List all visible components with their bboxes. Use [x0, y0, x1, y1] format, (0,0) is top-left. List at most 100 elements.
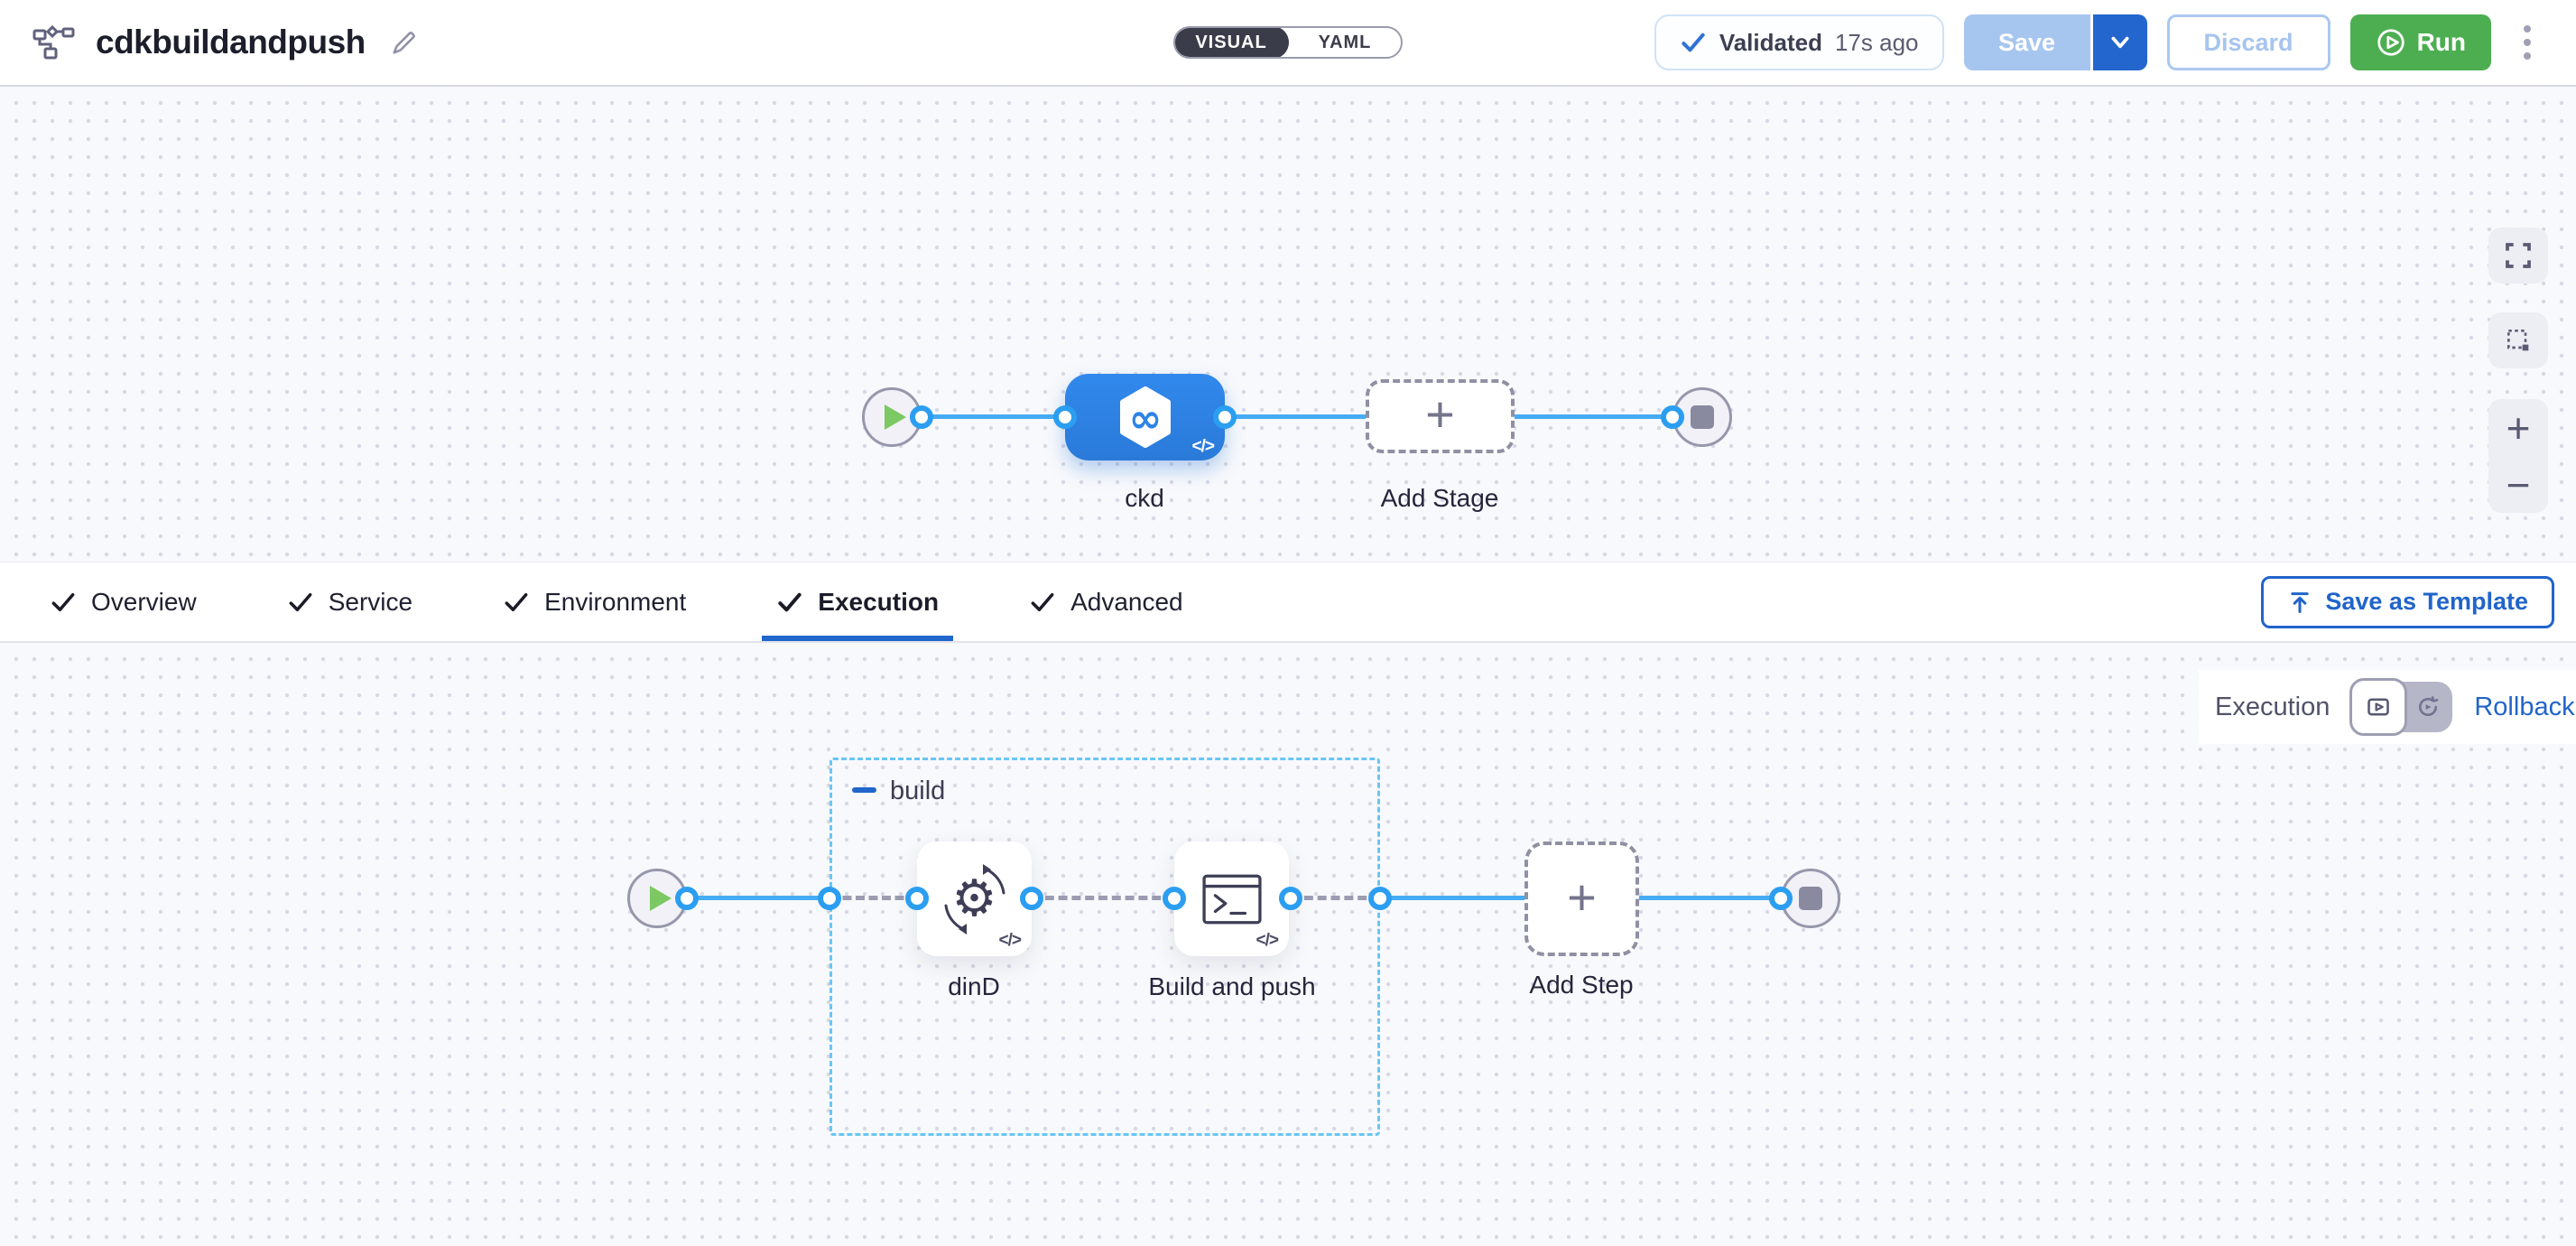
pipeline-start-node — [862, 387, 922, 447]
rollback-link[interactable]: Rollback — [2474, 692, 2575, 721]
step-group-build: build — [829, 758, 1380, 1136]
fullscreen-icon — [2506, 243, 2531, 268]
zoom-out-button[interactable]: − — [2506, 460, 2531, 508]
validation-status: Validated — [1719, 28, 1822, 56]
stage-tabs: Overview Service Environment Execution A… — [50, 563, 1183, 641]
execution-rollback-bar: Execution Rollback — [2199, 670, 2576, 744]
end-node-stop-icon — [1799, 887, 1822, 910]
save-split-button: Save — [1963, 14, 2147, 70]
start-node-play-icon — [884, 404, 906, 430]
connector-dot[interactable] — [1661, 405, 1684, 429]
stage-node-ckd[interactable]: ∞ </> — [1065, 374, 1225, 460]
code-view-icon[interactable]: </> — [998, 931, 1023, 950]
add-stage-label: Add Stage — [1380, 484, 1499, 512]
run-button-label: Run — [2416, 28, 2466, 56]
execution-start-node — [627, 869, 687, 928]
run-button[interactable]: Run — [2349, 14, 2491, 70]
page-title: cdkbuildandpush — [96, 23, 366, 60]
marquee-select-icon — [2507, 330, 2529, 351]
collapse-group-icon[interactable] — [852, 787, 876, 793]
step-connector-dashed — [1291, 896, 1380, 900]
terminal-icon — [1201, 874, 1262, 924]
step-label: Build and push — [1148, 972, 1316, 1000]
tab-overview[interactable]: Overview — [50, 563, 197, 641]
tab-service[interactable]: Service — [287, 563, 412, 641]
execution-view-button[interactable] — [2349, 678, 2408, 736]
step-connector-dashed — [1032, 896, 1174, 900]
connector-dot[interactable] — [818, 887, 841, 910]
upload-icon — [2291, 591, 2310, 613]
validation-badge[interactable]: Validated 17s ago — [1654, 14, 1944, 70]
connector-dot[interactable] — [1279, 887, 1302, 910]
check-icon — [289, 592, 312, 611]
save-button-divider — [2090, 14, 2093, 70]
save-as-template-button[interactable]: Save as Template — [2261, 575, 2554, 628]
kebab-menu-icon[interactable] — [2511, 14, 2544, 70]
end-node-stop-icon — [1691, 405, 1714, 429]
play-circle-icon — [2377, 29, 2405, 56]
add-icon: + — [1567, 868, 1597, 925]
docker-dind-arrows-icon — [944, 863, 1005, 934]
pipeline-end-node — [1673, 387, 1732, 447]
header: cdkbuildandpush VISUAL YAML Validated 17… — [0, 0, 2576, 87]
connector-dot[interactable] — [905, 887, 929, 910]
tab-environment[interactable]: Environment — [503, 563, 686, 641]
add-stage-button[interactable]: + — [1366, 379, 1515, 453]
chevron-down-icon — [2111, 36, 2128, 49]
execution-view-icon — [2368, 698, 2390, 716]
connector-dot[interactable] — [1163, 887, 1186, 910]
check-icon — [778, 592, 802, 611]
yaml-mode-button[interactable]: YAML — [1318, 32, 1372, 52]
visual-yaml-toggle[interactable]: VISUAL YAML — [1173, 26, 1403, 59]
check-icon — [505, 592, 528, 611]
marquee-select-button[interactable] — [2488, 312, 2548, 368]
step-group-label: build — [890, 776, 946, 805]
connector-dot[interactable] — [1053, 405, 1077, 429]
svg-text:∞: ∞ — [1128, 396, 1162, 442]
pencil-icon — [393, 32, 415, 54]
connector-dot[interactable] — [675, 887, 699, 910]
discard-button[interactable]: Discard — [2166, 14, 2330, 70]
save-button[interactable]: Save — [1963, 14, 2090, 70]
step-node-dind[interactable]: ⚙ </> — [917, 842, 1032, 956]
zoom-in-button[interactable]: + — [2506, 404, 2531, 451]
stage-tabbar: Overview Service Environment Execution A… — [0, 562, 2576, 643]
connector-dot[interactable] — [1213, 405, 1237, 429]
visual-mode-button[interactable]: VISUAL — [1175, 28, 1289, 57]
connector-dot[interactable] — [910, 405, 933, 429]
step-node-build-and-push[interactable]: </> — [1174, 842, 1289, 956]
code-view-icon[interactable]: </> — [1256, 931, 1280, 950]
execution-rollback-toggle[interactable] — [2349, 678, 2453, 736]
code-view-icon[interactable]: </> — [1191, 437, 1216, 456]
step-connector-line — [687, 896, 829, 900]
check-icon — [1682, 33, 1705, 52]
pipeline-icon — [32, 24, 75, 60]
check-icon — [51, 592, 75, 611]
save-as-template-label: Save as Template — [2325, 588, 2528, 615]
connector-dot[interactable] — [1020, 887, 1043, 910]
stage-connector-line — [922, 414, 1673, 419]
stage-canvas[interactable]: ∞ </> ckd + Add Stage — [0, 87, 2576, 562]
add-step-button[interactable]: + — [1524, 842, 1639, 956]
rollback-view-button[interactable] — [2404, 682, 2452, 732]
connector-dot[interactable] — [1368, 887, 1392, 910]
edit-pipeline-name-button[interactable] — [389, 27, 420, 58]
tab-advanced[interactable]: Advanced — [1029, 563, 1183, 641]
check-icon — [1031, 592, 1054, 611]
pipeline-title-group: cdkbuildandpush — [32, 23, 420, 61]
save-options-button[interactable] — [2092, 14, 2147, 70]
step-label: dinD — [948, 972, 1000, 1000]
fullscreen-button[interactable] — [2488, 228, 2548, 284]
stage-label: ckd — [1125, 484, 1164, 512]
ci-hexagon-infinity-icon: ∞ — [1119, 386, 1171, 448]
start-node-play-icon — [649, 886, 672, 911]
step-connector-dashed — [829, 896, 917, 900]
execution-canvas[interactable]: Execution Rollback — [0, 643, 2576, 1246]
zoom-controls: + − — [2488, 399, 2548, 513]
execution-mode-label: Execution — [2215, 692, 2330, 721]
tab-execution[interactable]: Execution — [762, 563, 953, 641]
connector-dot[interactable] — [1769, 887, 1793, 910]
header-actions: Validated 17s ago Save Discard Run — [1654, 14, 2544, 70]
add-icon: + — [1425, 386, 1455, 442]
